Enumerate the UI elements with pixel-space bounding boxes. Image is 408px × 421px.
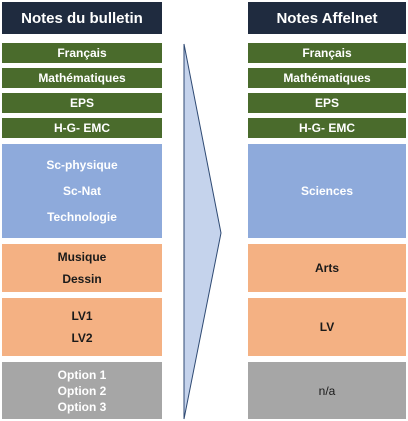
left-row-options-line-1: Option 1 [57, 367, 107, 382]
right-row-arts: Arts [248, 244, 406, 292]
right-row-arts-label: Arts [314, 261, 339, 275]
right-row-sciences: Sciences [248, 144, 406, 238]
left-row-options: Option 1 Option 2 Option 3 [2, 362, 162, 419]
left-row-mathematiques-label: Mathématiques [38, 71, 126, 85]
left-row-sciences-line-1: Sc-physique [46, 158, 118, 172]
left-row-arts-line-2: Dessin [62, 272, 102, 286]
right-row-francais-label: Français [302, 46, 352, 60]
right-row-na-label: n/a [318, 383, 336, 398]
right-row-eps-label: EPS [314, 96, 339, 110]
left-row-francais-label: Français [57, 46, 107, 60]
left-row-arts: Musique Dessin [2, 244, 162, 292]
left-row-sciences: Sc-physique Sc-Nat Technologie [2, 144, 162, 238]
left-row-sciences-line-3: Technologie [47, 210, 117, 224]
left-row-mathematiques: Mathématiques [2, 68, 162, 88]
left-row-eps-label: EPS [69, 96, 94, 110]
right-title-text: Notes Affelnet [276, 9, 378, 27]
right-row-francais: Français [248, 43, 406, 63]
right-row-hg-emc: H-G- EMC [248, 118, 406, 138]
left-row-hg-emc-label: H-G- EMC [54, 121, 110, 135]
left-row-lv-line-2: LV2 [71, 331, 93, 345]
right-row-lv: LV [248, 298, 406, 356]
left-row-lv: LV1 LV2 [2, 298, 162, 356]
right-row-sciences-label: Sciences [300, 184, 354, 198]
left-row-eps: EPS [2, 93, 162, 113]
left-title: Notes du bulletin [2, 2, 162, 34]
left-row-francais: Français [2, 43, 162, 63]
right-row-hg-emc-label: H-G- EMC [299, 121, 355, 135]
left-row-sciences-line-2: Sc-Nat [62, 184, 101, 198]
left-title-text: Notes du bulletin [21, 9, 143, 27]
right-row-mathematiques-label: Mathématiques [283, 71, 371, 85]
arrow-polygon [183, 43, 222, 420]
right-row-na: n/a [248, 362, 406, 419]
right-row-mathematiques: Mathématiques [248, 68, 406, 88]
left-row-options-line-3: Option 3 [57, 399, 107, 414]
right-row-lv-label: LV [319, 320, 335, 334]
left-row-options-line-2: Option 2 [57, 383, 107, 398]
right-row-eps: EPS [248, 93, 406, 113]
left-row-hg-emc: H-G- EMC [2, 118, 162, 138]
right-title: Notes Affelnet [248, 2, 406, 34]
left-row-lv-line-1: LV1 [71, 309, 93, 323]
left-row-arts-line-1: Musique [57, 250, 107, 264]
